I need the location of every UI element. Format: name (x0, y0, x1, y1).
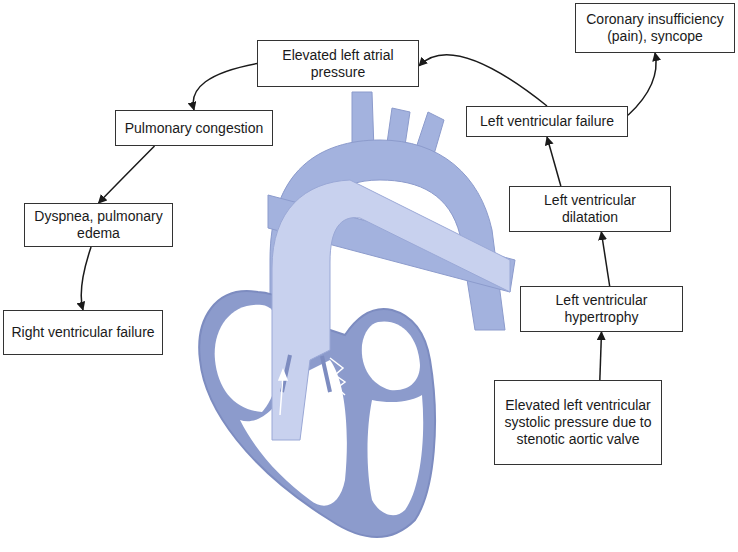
jet-arrow (330, 358, 345, 395)
box-text: Left ventricular failure (480, 113, 614, 130)
box-text: Dyspnea, pulmonary edema (31, 208, 166, 242)
process-box: Pulmonary congestion (115, 110, 273, 146)
process-box: Elevated left atrial pressure (257, 40, 419, 87)
flow-arrow (99, 146, 155, 203)
process-box: Coronary insufficiency (pain), syncope (575, 3, 735, 53)
process-box: Dyspnea, pulmonary edema (24, 203, 173, 247)
process-box: Left ventricular hypertrophy (520, 286, 683, 332)
flow-arrow (628, 53, 656, 115)
box-text: Elevated left atrial pressure (264, 47, 412, 81)
flow-arrow (193, 64, 257, 111)
right-atrium (362, 321, 420, 390)
flow-arrow (279, 370, 287, 415)
flow-arrow (81, 247, 91, 310)
stenotic-valve (282, 355, 330, 392)
process-box: Left ventricular dilatation (509, 186, 671, 232)
flow-arrow (600, 332, 602, 380)
flow-arrow (601, 232, 609, 286)
box-text: Left ventricular hypertrophy (527, 292, 676, 326)
box-text: Left ventricular dilatation (516, 192, 664, 226)
right-ventricle (368, 395, 424, 515)
process-box: Elevated left ventricular systolic press… (494, 380, 662, 465)
process-box: Left ventricular failure (466, 106, 628, 137)
flow-arrow (419, 55, 547, 106)
aortic-outflow (272, 180, 510, 440)
box-text: Pulmonary congestion (125, 120, 264, 137)
process-box: Right ventricular failure (3, 310, 163, 355)
box-text: Coronary insufficiency (pain), syncope (582, 11, 728, 45)
box-text: Right ventricular failure (11, 324, 154, 341)
flow-arrow (547, 137, 561, 186)
box-text: Elevated left ventricular systolic press… (501, 397, 655, 448)
